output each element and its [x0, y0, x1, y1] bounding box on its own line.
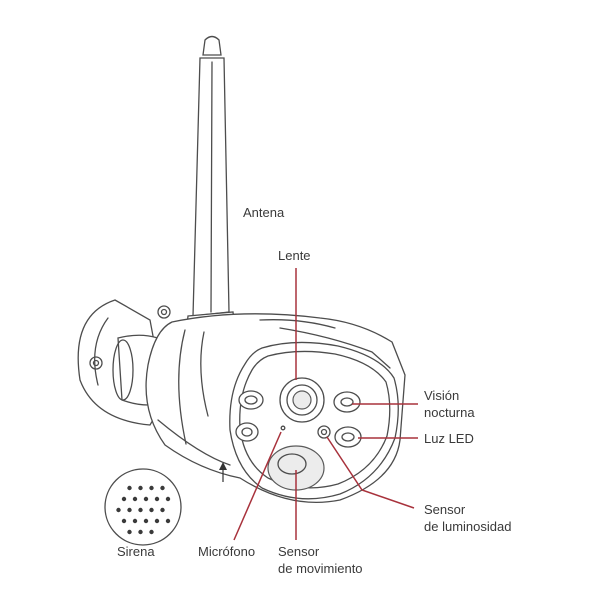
siren-hole [149, 507, 154, 513]
siren-hole [160, 485, 165, 491]
label-light-sensor: Sensor de luminosidad [424, 501, 511, 535]
label-siren: Sirena [117, 544, 155, 559]
leader-siren-arrow [219, 462, 227, 470]
label-motion-sensor-line2: de movimiento [278, 561, 363, 576]
siren-hole [149, 485, 154, 491]
label-led-light: Luz LED [424, 431, 474, 446]
label-motion-sensor: Sensor de movimiento [278, 543, 363, 577]
siren-hole [138, 507, 143, 513]
siren-hole [143, 496, 149, 502]
siren-hole [116, 507, 121, 513]
siren-hole [165, 496, 171, 502]
siren-hole [149, 529, 154, 535]
label-microphone: Micrófono [198, 544, 256, 559]
siren-hole [132, 496, 138, 502]
label-motion-sensor-line1: Sensor [278, 544, 320, 559]
antenna [185, 35, 236, 335]
siren-hole [127, 507, 132, 513]
siren-hole [127, 529, 132, 535]
label-night-vision: Visión nocturna [424, 387, 475, 421]
camera-body [145, 313, 406, 503]
siren-hole [154, 518, 160, 524]
leader-lines [219, 268, 418, 541]
siren-hole [143, 518, 149, 524]
label-night-vision-line2: nocturna [424, 405, 475, 420]
label-lens: Lente [278, 248, 311, 263]
leader-light-sensor [326, 436, 415, 509]
siren-hole [127, 485, 132, 491]
siren-hole [138, 485, 143, 491]
label-light-sensor-line2: de luminosidad [424, 519, 512, 534]
siren-hole [121, 496, 127, 502]
siren-hole [132, 518, 138, 524]
label-antenna: Antena [243, 205, 285, 220]
label-light-sensor-line1: Sensor [424, 502, 466, 517]
siren-grille [104, 468, 182, 546]
siren-hole [138, 529, 143, 535]
siren-hole [165, 518, 171, 524]
siren-hole [154, 496, 160, 502]
siren-hole [160, 507, 165, 513]
label-night-vision-line1: Visión [424, 388, 460, 403]
siren-hole [121, 518, 127, 524]
leader-microphone [233, 431, 282, 541]
